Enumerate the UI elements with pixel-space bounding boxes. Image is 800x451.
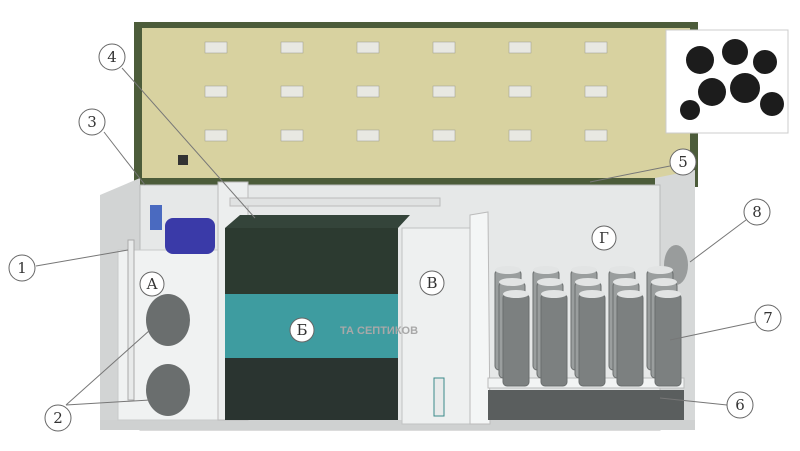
callout-number: 8: [752, 203, 762, 221]
callout-circle: [78, 108, 106, 136]
compartment-v: [401, 211, 491, 425]
lid-tab: [508, 85, 532, 98]
lid-tab: [584, 129, 608, 142]
callout-number: 7: [763, 309, 773, 327]
leader-lines: [35, 67, 756, 406]
filter-tube: [578, 293, 606, 387]
lid-tab: [356, 129, 380, 142]
callout-number: 3: [87, 113, 97, 131]
tube-cap: [541, 290, 567, 298]
zone-circle: [289, 317, 315, 343]
lid-tab: [280, 85, 304, 98]
tube-cap: [537, 278, 563, 286]
callout-number: 5: [678, 153, 688, 171]
open-lid: [134, 22, 698, 187]
lid-tab: [204, 85, 228, 98]
filter-tube: [616, 293, 644, 387]
callouts: 1 2 3 4 5 6 7 8: [8, 43, 782, 432]
callout-number: 2: [53, 409, 63, 427]
biofilm-media-block: [217, 181, 441, 421]
callout-number: 4: [107, 48, 117, 66]
tube-cap: [571, 266, 597, 274]
filter-tube: [502, 293, 530, 387]
compartment-g-tubes: [487, 245, 688, 420]
callout-circle: [743, 198, 771, 226]
media-inset-photo: [665, 29, 789, 134]
callout-circle: [669, 148, 697, 176]
callout-circle: [754, 304, 782, 332]
tube-cap: [651, 278, 677, 286]
tube-cap: [655, 290, 681, 298]
callout-number: 6: [735, 396, 745, 414]
tube-cap: [647, 266, 673, 274]
tube-cap: [503, 290, 529, 298]
lid-tab: [356, 85, 380, 98]
filter-cylinder: [146, 294, 190, 346]
lid-tab: [432, 85, 456, 98]
lid-tab: [204, 41, 228, 54]
callout-number: 1: [17, 259, 27, 277]
zone-label-b: Б: [296, 321, 307, 339]
tube-cap: [609, 266, 635, 274]
zone-labels: А Б В Г: [139, 225, 617, 343]
lid-tab: [280, 41, 304, 54]
lid-tab: [584, 85, 608, 98]
zone-label-a: А: [146, 275, 158, 293]
lid-tab: [584, 41, 608, 54]
compressor: [165, 218, 215, 254]
lid-tab: [204, 129, 228, 142]
tube-cap: [613, 278, 639, 286]
zone-label-g: Г: [599, 229, 609, 247]
lid-tab: [508, 129, 532, 142]
callout-circle: [726, 391, 754, 419]
lid-tab: [432, 129, 456, 142]
lid-tab: [280, 129, 304, 142]
compartment-a: [117, 205, 224, 421]
tube-cap: [533, 266, 559, 274]
callout-circle: [98, 43, 126, 71]
tube-cap: [575, 278, 601, 286]
filter-cylinder: [146, 364, 190, 416]
lid-tab: [356, 41, 380, 54]
filter-tube: [654, 293, 682, 387]
zone-circle: [419, 270, 445, 296]
zone-label-v: В: [426, 274, 437, 292]
tube-cap: [499, 278, 525, 286]
tube-cap: [495, 266, 521, 274]
tube-cap: [617, 290, 643, 298]
lid-tab: [508, 41, 532, 54]
watermark: ТА СЕПТИКОВ: [340, 325, 418, 337]
zone-circle: [139, 271, 165, 297]
callout-circle: [44, 404, 72, 432]
filter-tube: [540, 293, 568, 387]
tube-cap: [579, 290, 605, 298]
callout-circle: [8, 254, 36, 282]
lid-tab: [432, 41, 456, 54]
zone-circle: [591, 225, 617, 251]
